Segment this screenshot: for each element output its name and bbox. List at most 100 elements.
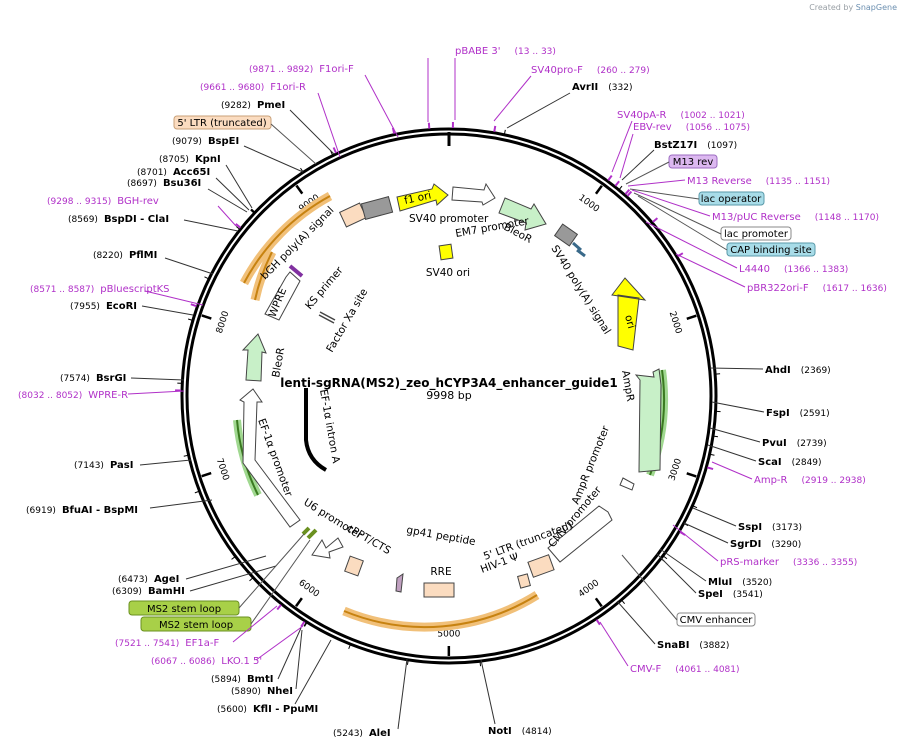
label-sv40-polya: SV40 poly(A) signal <box>548 243 613 336</box>
feature-5ltr-box <box>527 554 555 578</box>
enzyme-site-mark <box>348 643 352 650</box>
boxed-label-ms2-1-text: MS2 stem loop <box>147 604 221 615</box>
leader-bstz17i <box>621 149 655 181</box>
site-label-spei: SpeI(3541) <box>698 589 763 600</box>
leader-clai <box>183 219 239 232</box>
enzyme-site-mark <box>300 167 305 174</box>
leader-cmv-enhancer <box>621 554 678 621</box>
feature-ampr-promoter-arrow <box>619 477 635 491</box>
leader-bspmi <box>149 499 213 509</box>
site-label-ppumi: (5600)KflI - PpuMI <box>217 704 318 715</box>
site-label-avrii: AvrII(332) <box>572 82 632 93</box>
ring-tick <box>686 472 697 478</box>
leader-pmei <box>289 109 335 155</box>
leader-sv40pro-f <box>493 75 532 122</box>
orf-arc-bottom-line <box>343 594 538 629</box>
site-label-wpre-r: (8571 .. 8587)pBluescriptKS <box>30 284 170 295</box>
leader-lac-promoter <box>633 192 722 235</box>
site-label-ef1a-f: (8032 .. 8052)WPRE-R <box>18 390 128 401</box>
site-labels: pBABE 3'(13 .. 33) SV40pro-F(260 .. 279)… <box>18 46 887 739</box>
feature-wpre-arrow <box>264 271 301 321</box>
site-label-noti: NotI(4814) <box>488 726 552 737</box>
leader-nhei <box>295 629 303 690</box>
site-label-sgrdi: SgrDI(3290) <box>730 539 801 550</box>
leader-avrii <box>506 92 571 129</box>
label-rre: RRE <box>430 566 451 578</box>
primer-site-mark <box>677 252 684 258</box>
leader-scai <box>707 444 757 462</box>
enzyme-site-mark <box>231 555 237 560</box>
enzyme-site-mark <box>249 576 255 582</box>
enzyme-site-mark <box>503 129 506 136</box>
site-label-ahdi: AhdI(2369) <box>765 365 831 376</box>
ring-tick-label: 6000 <box>296 578 321 600</box>
site-label-pasi: (7143)PasI <box>74 460 133 471</box>
site-label-bmti: (5894)BmtI <box>211 674 273 685</box>
leader-m13-reverse <box>627 179 686 187</box>
site-label-amp-r: Amp-R(2919 .. 2938) <box>754 475 866 486</box>
leader-sspi <box>692 507 737 527</box>
leader-lko15 <box>232 605 278 643</box>
primer-site-mark <box>652 217 659 223</box>
leader-ecori <box>141 305 194 316</box>
feature-bleor-arrow-top <box>498 197 547 231</box>
leader-bsu36i <box>207 188 248 213</box>
site-label-pflmi: (8220)PflMI <box>93 250 157 261</box>
enzyme-site-mark <box>479 660 482 667</box>
feature-cppt-box <box>344 555 364 577</box>
site-label-sv40pro-f: SV40pro-F(260 .. 279) <box>531 65 650 76</box>
leader-ef1a-f <box>127 390 185 395</box>
leader-fspi <box>711 401 765 413</box>
primer-site-mark <box>332 147 337 154</box>
leader-ppumi <box>294 639 332 705</box>
leader-wpre-r <box>144 290 204 306</box>
orf-arc-left-outer-line <box>243 195 331 284</box>
site-label-bstz17i: BstZ17I(1097) <box>654 140 737 151</box>
site-label-clai: (8569)BspDI - ClaI <box>68 214 169 225</box>
site-label-ecori: (7955)EcoRI <box>70 301 137 312</box>
site-label-lko15: (7521 .. 7541)EF1a-F <box>115 638 219 649</box>
feature-u6-promoter-arrow <box>311 537 344 559</box>
feature-cmv-promoter-arrow <box>547 505 613 563</box>
leader-ms2-2 <box>250 539 311 625</box>
primer-site-mark <box>624 189 631 195</box>
site-label-pbr322ori-f: pBR322ori-F(1617 .. 1636) <box>747 283 887 294</box>
feature-hiv-psi-box <box>517 573 531 589</box>
feature-ampr-arrow <box>634 368 662 473</box>
boxed-label-m13rev <box>668 154 718 169</box>
leader-lac-operator <box>629 188 700 200</box>
ring-tick <box>594 184 603 195</box>
ring-tick-label: 4000 <box>577 578 602 600</box>
credit-prefix: Created by <box>809 3 854 12</box>
leader-bmti <box>277 627 302 680</box>
plasmid-size: 9998 bp <box>426 389 471 402</box>
enzyme-site-mark <box>691 504 698 509</box>
site-label-bsrgi: (7574)BsrGI <box>60 373 126 384</box>
enzyme-site-mark <box>235 226 242 231</box>
label-bleor-left: BleoR <box>270 347 287 379</box>
label-f1-ori: f1 ori <box>403 190 432 207</box>
site-label-bspmi: (6919)BfuAI - BspMI <box>26 505 138 516</box>
primer-site-mark <box>276 604 282 611</box>
feature-sv40-polya-box <box>553 223 579 247</box>
leader-bamhi <box>189 565 277 592</box>
feature-factor-xa-mark-2 <box>318 314 335 324</box>
primer-site-mark <box>607 174 613 181</box>
boxed-label-5ltr <box>173 115 272 130</box>
site-label-m13-reverse: M13 Reverse(1135 .. 1151) <box>687 176 830 187</box>
site-label-agei: (6473)AgeI <box>118 574 179 585</box>
enzyme-site-mark <box>204 276 211 280</box>
boxed-label-m13rev-text: M13 rev <box>673 157 714 168</box>
leader-f1ori-r <box>364 74 399 138</box>
ring-tick-label: 8000 <box>215 310 232 335</box>
boxed-label-5ltr-text: 5' LTR (truncated) <box>177 118 266 129</box>
leader-agei <box>185 555 267 580</box>
site-label-cmv-f: CMV-F(4061 .. 4081) <box>630 664 740 675</box>
leader-m13rev <box>625 161 670 185</box>
feature-factor-xa-mark <box>319 311 336 321</box>
primer-site-mark <box>235 223 242 229</box>
boxed-label-cmv-enhancer-text: CMV enhancer <box>680 615 754 626</box>
snapgene-logo: SnapGene <box>855 3 897 12</box>
leader-m13puc <box>631 189 711 217</box>
